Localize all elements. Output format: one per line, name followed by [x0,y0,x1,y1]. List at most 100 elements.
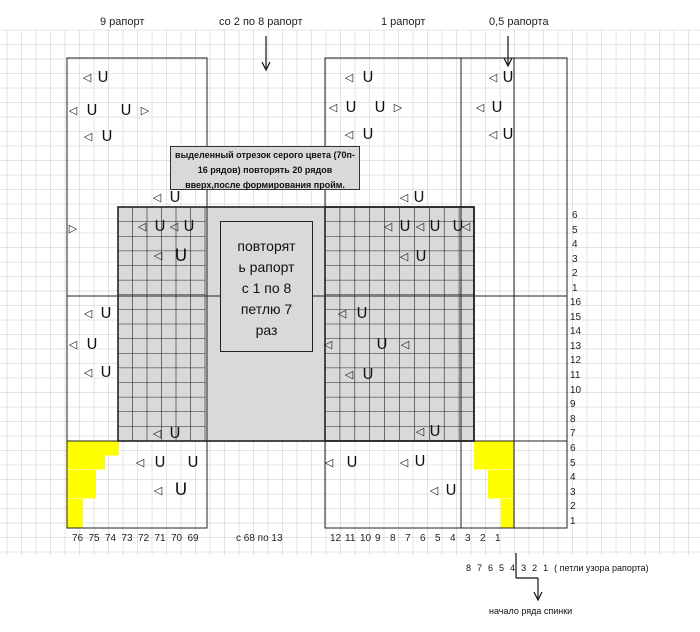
stitch-number: 69 [187,533,199,544]
legend-num: 5 [499,563,505,573]
row-number: 9 [570,399,576,411]
row-number-upper: 6 [572,210,578,221]
down-arrow-head [503,57,513,68]
row-number: 3 [570,486,576,498]
u-stitch-symbol: U [430,422,441,440]
row-number: 13 [570,340,582,352]
u-stitch-symbol: U [188,453,199,471]
arrow-stitch-symbol: ◁ [84,366,93,379]
arrow-stitch-symbol: ◁ [154,249,163,262]
u-stitch-symbol: U [492,98,503,116]
arrow-stitch-symbol: ◁ [345,128,354,141]
row-number: 14 [570,326,582,338]
row-number-upper: 1 [572,282,578,294]
arrow-stitch-symbol: ◁ [324,338,333,351]
yellow-cell [67,499,83,514]
stitch-number: 76 [72,533,84,544]
stitch-number-range: с 68 по 13 [236,533,283,544]
u-stitch-symbol: U [503,125,514,143]
u-stitch-symbol: U [503,68,514,86]
arrow-stitch-symbol: ◁ [489,128,498,141]
legend-num: 1 [543,563,549,573]
stitch-number: 8 [390,533,396,544]
u-stitch-symbol: U [453,217,464,235]
stitch-number: 4 [450,533,456,544]
u-stitch-symbol: U [377,335,388,353]
header-repeat-2-to-8: со 2 по 8 рапорт [219,16,303,28]
arrow-stitch-symbol: ▷ [141,104,150,117]
yellow-cell [474,455,514,470]
u-stitch-symbol: U [175,246,187,266]
stitch-number: 70 [171,533,183,544]
u-stitch-symbol: U [347,453,358,471]
u-stitch-symbol: U [363,68,374,86]
row-number: 11 [570,370,581,381]
legend-num: 8 [466,563,472,573]
stitch-number: 75 [88,533,100,544]
header-repeat-9: 9 рапорт [100,16,145,28]
arrow-stitch-symbol: ◁ [325,456,334,469]
arrow-stitch-symbol: ◁ [401,338,410,351]
stitch-number: 1 [495,533,501,544]
arrow-stitch-symbol: ◁ [153,191,162,204]
yellow-cell [501,513,514,528]
u-stitch-symbol: U [155,217,166,235]
stitch-number: 5 [435,533,441,544]
repeat-line-2: ь рапорт [238,259,295,275]
u-stitch-symbol: U [363,125,374,143]
u-stitch-symbol: U [415,452,426,470]
row-number: 12 [570,355,582,367]
yellow-armhole-cells [67,441,514,528]
arrow-stitch-symbol: ◁ [476,101,485,114]
arrow-stitch-symbol: ◁ [400,456,409,469]
arrow-stitch-symbol: ◁ [154,484,163,497]
u-stitch-symbol: U [155,453,166,471]
arrow-stitch-symbol: ◁ [345,71,354,84]
stitch-number: 2 [480,533,486,544]
arrow-stitch-symbol: ◁ [84,307,93,320]
stitch-number: 72 [138,533,150,544]
repeat-instruction-box: повторят ь рапорт с 1 по 8 петлю 7 раз [220,221,313,352]
u-stitch-symbol: U [446,481,457,499]
yellow-cell [67,484,96,499]
arrow-stitch-symbol: ◁ [153,427,162,440]
yellow-cell [67,513,83,528]
row-number: 5 [570,457,576,469]
yellow-cell [67,455,105,470]
stitch-number: 3 [465,533,471,544]
u-stitch-symbol: U [184,217,195,235]
arrow-stitch-symbol: ◁ [329,101,338,114]
row-number: 10 [570,384,582,396]
row-number: 8 [570,413,576,425]
stitch-number: 71 [154,533,166,544]
row-number-upper: 2 [572,268,578,279]
repeat-line-3: с 1 по 8 [241,280,292,296]
row-number: 6 [570,443,576,454]
yellow-cell [488,470,514,485]
arrow-stitch-symbol: ◁ [416,425,425,438]
row-number: 7 [570,428,576,440]
row-number: 4 [570,472,576,484]
arrow-stitch-symbol: ◁ [430,484,439,497]
arrow-stitch-symbol: ◁ [489,71,498,84]
arrow-stitch-symbol: ◁ [138,220,147,233]
u-stitch-symbol: U [363,365,374,383]
down-arrow-head [261,61,271,72]
instruction-note: выделенный отрезок серого цвета (70п- 16… [170,146,360,190]
legend-num: 7 [477,563,483,573]
u-stitch-symbol: U [101,363,112,381]
yellow-cell [67,441,119,456]
repeat-frames [66,57,568,529]
arrow-stitch-symbol: ◁ [69,104,78,117]
u-stitch-symbol: U [87,101,98,119]
arrow-stitch-symbol: ◁ [416,220,425,233]
arrow-stitch-symbol: ◁ [136,456,145,469]
arrow-stitch-symbol: ◁ [84,130,93,143]
u-stitch-symbol: U [400,217,411,235]
repeat-line-5: раз [255,322,278,338]
arrows [261,36,543,602]
arrow-stitch-symbol: ▷ [394,101,403,114]
repeat-line-1: повторят [237,238,296,254]
arrow-stitch-symbol: ◁ [338,307,347,320]
